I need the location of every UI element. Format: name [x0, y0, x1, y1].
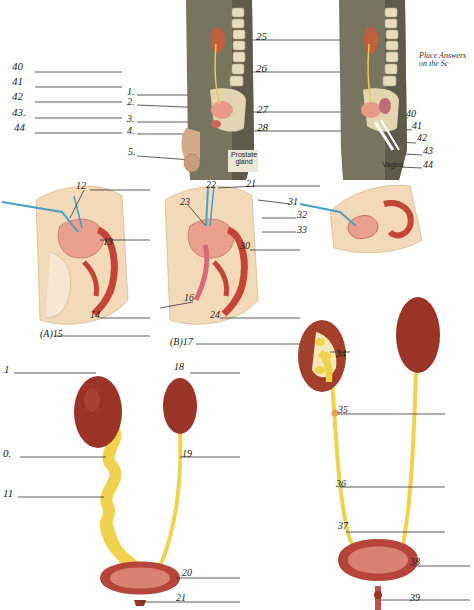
callout-number: 5.: [128, 147, 136, 158]
callout-number: 25: [256, 31, 267, 43]
callout-number: 38: [410, 557, 420, 568]
callout-number: 11: [3, 488, 13, 500]
callout-number: 21: [246, 179, 256, 190]
sagittal-section-b: [165, 186, 258, 324]
callout-number: 28: [257, 122, 268, 134]
callout-number: (A)15: [40, 329, 63, 340]
callout-number: 20: [182, 568, 192, 579]
callout-number: 18: [174, 362, 184, 373]
callout-number: 2.: [127, 97, 135, 108]
callout-number: (B)17: [170, 337, 193, 348]
callout-number: 34: [336, 349, 346, 360]
callout-number: 42: [417, 133, 427, 144]
part-name: Vagina: [378, 161, 408, 168]
callout-number: 43: [423, 146, 433, 157]
callout-number: 19: [182, 449, 192, 460]
callout-number: 40: [406, 109, 416, 120]
callout-number: 0.: [3, 448, 11, 460]
callout-number: 3.: [127, 114, 135, 125]
callout-number: 31: [288, 197, 298, 208]
callout-number: 44: [14, 122, 25, 134]
bottom-right-lines: [330, 352, 470, 600]
callout-number: 41: [12, 76, 23, 88]
callout-number: 12: [76, 181, 86, 192]
callout-number: 36: [336, 479, 346, 490]
urinary-system-right: [298, 297, 440, 610]
callout-number: 16: [184, 293, 194, 304]
callout-number: 40: [12, 61, 23, 73]
callout-number: 14: [90, 310, 100, 321]
callout-number: 39: [410, 593, 420, 604]
callout-number: 1: [4, 364, 10, 376]
handwritten-note: Place Answers on the Sc: [419, 52, 467, 69]
sagittal-section-c: [300, 185, 422, 252]
middle-leader-lines: [55, 186, 320, 344]
callout-number: 24: [210, 310, 220, 321]
callout-number: 43.: [12, 107, 26, 119]
callout-number: 26: [256, 63, 267, 75]
callout-number: 21: [176, 593, 186, 604]
female-pelvis-figure: [339, 0, 407, 180]
sagittal-section-a: [2, 186, 128, 324]
part-name: Prostate gland: [228, 151, 260, 166]
urinary-system-left: [74, 376, 197, 606]
callout-number: 42: [12, 91, 23, 103]
callout-number: 1.: [127, 87, 135, 98]
callout-number: 41: [412, 121, 422, 132]
callout-number: 23: [180, 197, 190, 208]
callout-number: 44: [423, 160, 433, 171]
callout-number: 22: [206, 180, 216, 191]
callout-number: 4.: [127, 126, 135, 137]
callout-number: 30: [240, 241, 250, 252]
callout-number: 35: [338, 405, 348, 416]
callout-number: 13: [103, 237, 113, 248]
callout-number: 33: [297, 225, 307, 236]
bottom-left-lines: [14, 373, 240, 602]
callout-number: 27: [257, 104, 268, 116]
callout-number: 37: [338, 521, 348, 532]
callout-number: 32: [297, 210, 307, 221]
